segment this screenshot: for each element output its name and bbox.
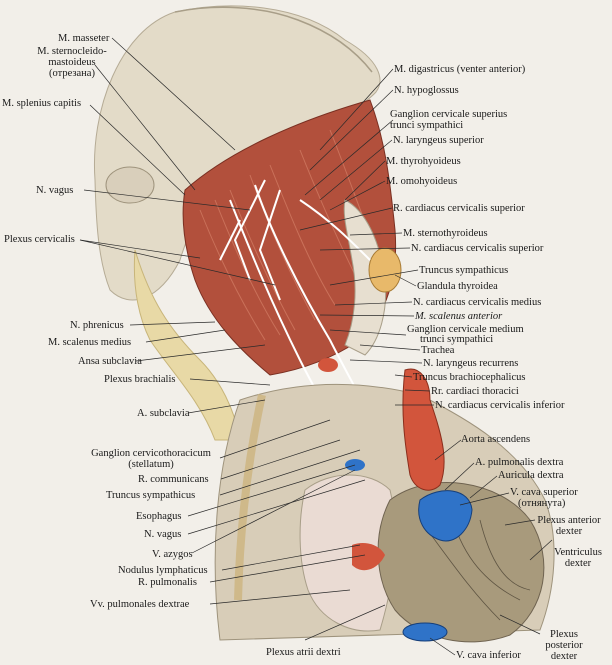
label-v-cava-superior-2: (отнянута): [518, 498, 566, 509]
label-r-communicans: R. communicans: [138, 474, 209, 485]
label-masseter: M. masseter: [58, 33, 110, 44]
label-n-cardiacus-cervicalis-superior: N. cardiacus cervicalis superior: [411, 243, 544, 254]
lung-shape: [299, 474, 396, 632]
label-scalenus-anterior: M. scalenus anterior: [415, 311, 503, 322]
label-rr-cardiaci-thoracici: Rr. cardiaci thoracici: [431, 386, 519, 397]
label-v-cava-inferior: V. cava inferior: [456, 650, 521, 661]
neck-skin: [133, 249, 241, 441]
label-v-cava-superior-1: V. cava superior: [510, 487, 578, 498]
label-ganglion-cervicothoracicum-2: (stellatum): [128, 459, 174, 470]
label-vv-pulmonales-dextrae: Vv. pulmonales dextrae: [90, 599, 190, 610]
label-sternocleidomastoideus-1: M. sternocleido-: [37, 46, 107, 57]
label-ganglion-cervicale-superius-2: trunci sympathici: [390, 120, 464, 131]
label-ganglion-cervicale-medium-1: Ganglion cervicale medium: [407, 324, 524, 335]
label-ansa-subclavia: Ansa subclavia: [78, 356, 142, 367]
label-auricula-dextra: Auricula dextra: [498, 470, 564, 481]
label-thyrohyoideus: M. thyrohyoideus: [386, 156, 461, 167]
label-n-cardiacus-cervicalis-inferior: N. cardiacus cervicalis inferior: [435, 400, 565, 411]
aorta-shape: [402, 368, 445, 491]
label-a-pulmonalis-dextra: A. pulmonalis dextra: [475, 457, 564, 468]
label-omohyoideus: M. omohyoideus: [386, 176, 458, 187]
subclavia-shape: [318, 358, 338, 372]
label-sternothyroideus: M. sternothyroideus: [403, 228, 488, 239]
label-ganglion-cervicale-medium-2: trunci sympathici: [420, 334, 494, 345]
label-truncus-sympathicus-right: Truncus sympathicus: [419, 265, 509, 276]
label-truncus-brachiocephalicus: Truncus brachiocephalicus: [413, 372, 526, 383]
vena-cava-superior-shape: [418, 490, 473, 542]
label-v-azygos: V. azygos: [152, 549, 193, 560]
label-plexus-brachialis: Plexus brachialis: [104, 374, 176, 385]
label-plexus-anterior-1: Plexus anterior: [537, 515, 601, 526]
heart-shape: [377, 482, 545, 643]
label-vagus-top: N. vagus: [36, 185, 74, 196]
label-plexus-cervicalis: Plexus cervicalis: [4, 234, 75, 245]
leader-lines: [79, 37, 553, 656]
label-ganglion-cervicothoracicum-1: Ganglion cervicothoracicum: [91, 448, 211, 459]
label-sternocleidomastoideus-2: mastoideus: [48, 57, 96, 68]
label-plexus-posterior-2: posterior: [545, 640, 583, 651]
label-r-cardiacus-cervicalis-superior: R. cardiacus cervicalis superior: [393, 203, 525, 214]
label-plexus-atrii-dextri: Plexus atrii dextri: [266, 647, 341, 658]
label-nodulus-lymphaticus: Nodulus lymphaticus: [118, 565, 208, 576]
label-glandula-thyroidea: Glandula thyroidea: [417, 281, 498, 292]
label-scalenus-medius: M. scalenus medius: [48, 337, 132, 348]
label-plexus-posterior-1: Plexus: [549, 629, 578, 640]
label-laryngeus-recurrens: N. laryngeus recurrens: [423, 358, 519, 369]
label-phrenicus: N. phrenicus: [70, 320, 124, 331]
label-ventriculus-2: dexter: [564, 558, 592, 569]
label-r-pulmonalis: R. pulmonalis: [138, 577, 197, 588]
label-ventriculus-1: Ventriculus: [554, 547, 602, 558]
label-n-cardiacus-cervicalis-medius: N. cardiacus cervicalis medius: [413, 297, 542, 308]
face-profile: [174, 6, 373, 73]
spine-shape: [234, 394, 266, 601]
vena-cava-inferior-shape: [402, 622, 448, 642]
pulmonary-vessel-shape: [352, 543, 385, 571]
label-vagus-bottom: N. vagus: [144, 529, 182, 540]
label-a-subclavia: A. subclavia: [137, 408, 190, 419]
label-plexus-posterior-3: dexter: [550, 651, 578, 662]
label-laryngeus-superior: N. laryngeus superior: [393, 135, 484, 146]
label-hypoglossus: N. hypoglossus: [394, 85, 459, 96]
label-sternocleidomastoideus-3: (отрезана): [49, 68, 95, 79]
label-digastricus: M. digastricus (venter anterior): [394, 64, 526, 75]
label-splenius-capitis: M. splenius capitis: [2, 98, 82, 109]
label-ganglion-cervicale-superius-1: Ganglion cervicale superius: [390, 109, 508, 120]
label-truncus-sympathicus-left: Truncus sympathicus: [106, 490, 196, 501]
label-esophagus: Esophagus: [136, 511, 182, 522]
label-trachea: Trachea: [421, 345, 455, 356]
label-plexus-anterior-2: dexter: [555, 526, 583, 537]
label-aorta-ascendens: Aorta ascendens: [461, 434, 531, 445]
thyroid-shape: [368, 247, 402, 293]
